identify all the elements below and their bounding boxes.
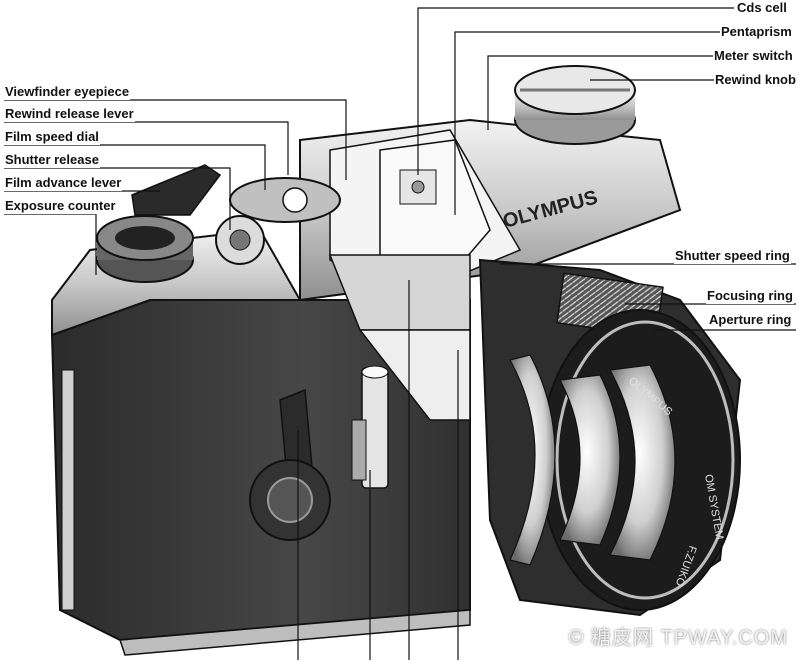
leader-exposure-counter xyxy=(4,213,97,275)
leader-shutter-release xyxy=(4,167,231,230)
label-rewind-knob: Rewind knob xyxy=(714,72,797,88)
label-aperture-ring: Aperture ring xyxy=(708,312,793,328)
film-speed-dial-top xyxy=(215,177,341,265)
leader-cds-cell xyxy=(417,7,734,175)
meter-cell-assembly xyxy=(351,365,389,489)
label-shutter-release: Shutter release xyxy=(4,152,100,168)
label-pentaprism: Pentaprism xyxy=(720,24,793,40)
label-film-advance-lever: Film advance lever xyxy=(4,175,123,191)
leader-pentaprism xyxy=(454,31,734,215)
leader-viewfinder-eyepiece xyxy=(4,99,347,180)
watermark: © 糖皮网 TPWAY.COM xyxy=(568,627,788,649)
label-viewfinder-eyepiece: Viewfinder eyepiece xyxy=(4,84,131,100)
label-exposure-counter: Exposure counter xyxy=(4,198,117,214)
label-shutter-speed-ring: Shutter speed ring xyxy=(674,248,791,264)
label-film-speed-dial: Film speed dial xyxy=(4,129,100,145)
label-focusing-ring: Focusing ring xyxy=(706,288,794,304)
label-meter-switch: Meter switch xyxy=(713,48,794,64)
label-rewind-release-lever: Rewind release lever xyxy=(4,106,135,122)
reflex-mirror xyxy=(328,254,471,421)
leader-lines xyxy=(4,7,796,660)
leader-meter-switch xyxy=(487,55,734,130)
leader-rewind-release-lever xyxy=(4,121,289,175)
shutter-speed-dial-top xyxy=(96,215,194,283)
label-cds-cell: Cds cell xyxy=(736,0,788,16)
lens-assembly: OLYMPUS OM SYSTEM F.ZUIKO xyxy=(478,258,742,617)
rewind-knob xyxy=(514,65,636,145)
film-advance-lever xyxy=(131,164,222,216)
leader-film-speed-dial xyxy=(4,144,266,190)
